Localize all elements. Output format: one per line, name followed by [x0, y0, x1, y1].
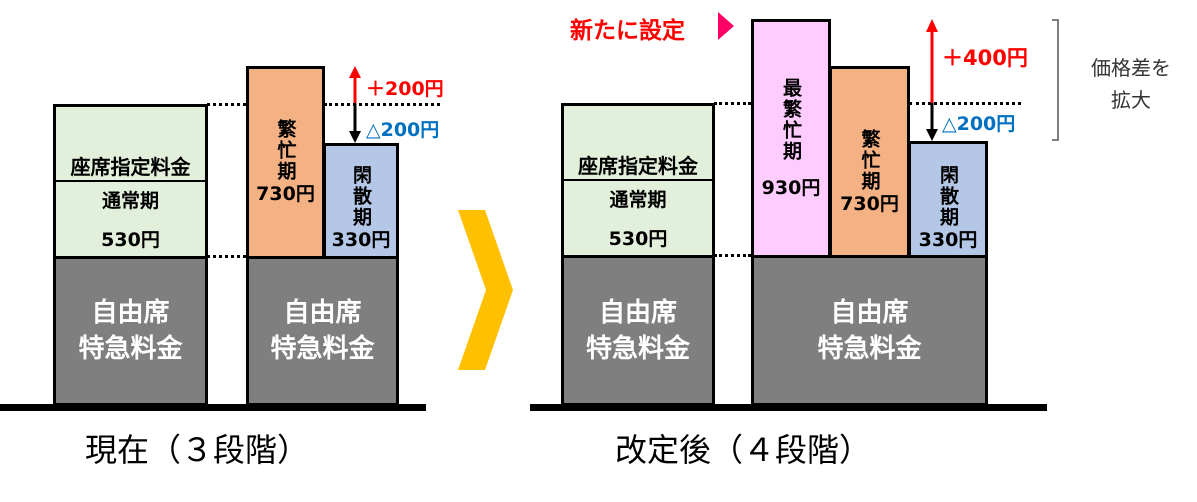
- decrease-label: △200円: [942, 113, 1016, 135]
- note-line: 価格差を: [1091, 56, 1171, 80]
- pointer-triangle-icon: [718, 12, 734, 40]
- busy-period-label: 繁忙期: [858, 129, 881, 192]
- increase-label: ＋400円: [942, 46, 1028, 70]
- peak-period-label: 最繁忙期: [780, 78, 802, 162]
- current-caption: 現在（３段階）: [85, 431, 310, 469]
- normal-period-box: 座席指定料金 通常期 530円: [561, 103, 715, 258]
- normal-period-label: 通常期: [101, 190, 159, 212]
- offpeak-period-label: 閑散期: [350, 165, 372, 228]
- busy-period-label: 繁忙期: [274, 119, 297, 182]
- dotted-guide: [207, 103, 246, 106]
- revised-caption: 改定後（４段階）: [615, 431, 872, 469]
- peak-period-box: 最繁忙期 930円: [751, 19, 831, 259]
- increase-label: ＋200円: [366, 78, 444, 100]
- seat-fee-title: 座席指定料金: [564, 150, 712, 181]
- busy-price: 730円: [840, 193, 899, 215]
- dotted-guide: [324, 103, 440, 106]
- dotted-guide: [714, 102, 751, 105]
- unreserved-fee-box: 自由席 特急料金: [751, 255, 988, 406]
- normal-period-label: 通常期: [609, 189, 667, 211]
- ground-line: [0, 404, 426, 411]
- normal-period-box: 座席指定料金 通常期 530円: [53, 104, 208, 259]
- bracket: [1052, 19, 1059, 141]
- busy-period-box: 繁忙期 730円: [246, 66, 325, 259]
- decrease-label: △200円: [366, 119, 440, 141]
- offpeak-period-box: 閑散期 330円: [323, 143, 399, 259]
- normal-price: 530円: [608, 228, 668, 250]
- offpeak-period-label: 閑散期: [937, 165, 959, 228]
- peak-price: 930円: [761, 177, 821, 199]
- dotted-guide: [909, 102, 1021, 105]
- offpeak-price: 330円: [331, 229, 391, 251]
- dotted-guide: [207, 255, 246, 258]
- unreserved-fee-box: 自由席 特急料金: [246, 256, 399, 406]
- transition-arrow-icon: [458, 210, 513, 370]
- offpeak-period-box: 閑散期 330円: [908, 141, 988, 259]
- seat-fee-title: 座席指定料金: [56, 151, 205, 182]
- dotted-guide: [714, 254, 751, 257]
- unreserved-fee-box: 自由席 特急料金: [561, 255, 715, 406]
- price-gap-note: 価格差を 拡大: [1076, 52, 1186, 116]
- unreserved-fee-box: 自由席 特急料金: [53, 256, 208, 406]
- busy-period-box: 繁忙期 730円: [829, 66, 910, 259]
- normal-price: 530円: [101, 229, 160, 251]
- ground-line: [530, 404, 1047, 411]
- busy-price: 730円: [256, 183, 315, 205]
- note-line: 拡大: [1111, 88, 1151, 112]
- new-setting-label: 新たに設定: [570, 18, 685, 44]
- offpeak-price: 330円: [918, 229, 978, 251]
